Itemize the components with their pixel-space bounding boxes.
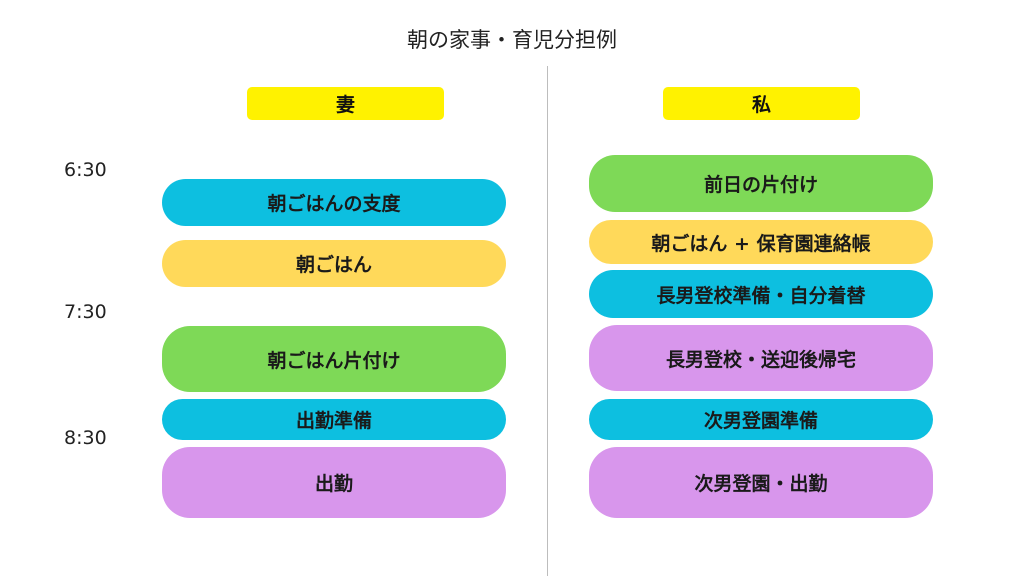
column-divider [547,66,548,576]
wife-task-work-prep: 出勤準備 [162,399,506,440]
time-label-630: 6:30 [64,159,107,181]
me-task-eldest-school-dropoff: 長男登校・送迎後帰宅 [589,325,933,391]
wife-task-breakfast-prep: 朝ごはんの支度 [162,179,506,226]
me-task-second-son-daycare-prep: 次男登園準備 [589,399,933,440]
me-task-breakfast-daycare-notes: 朝ごはん + 保育園連絡帳 [589,220,933,264]
wife-task-breakfast-cleanup: 朝ごはん片付け [162,326,506,392]
wife-column-header: 妻 [247,87,444,120]
wife-task-commute: 出勤 [162,447,506,518]
wife-task-breakfast: 朝ごはん [162,240,506,287]
me-task-previous-day-cleanup: 前日の片付け [589,155,933,212]
time-label-730: 7:30 [64,301,107,323]
me-task-eldest-school-prep: 長男登校準備・自分着替 [589,270,933,318]
diagram-title: 朝の家事・育児分担例 [407,28,617,52]
me-task-second-son-daycare-commute: 次男登園・出勤 [589,447,933,518]
me-column-header: 私 [663,87,860,120]
time-label-830: 8:30 [64,427,107,449]
